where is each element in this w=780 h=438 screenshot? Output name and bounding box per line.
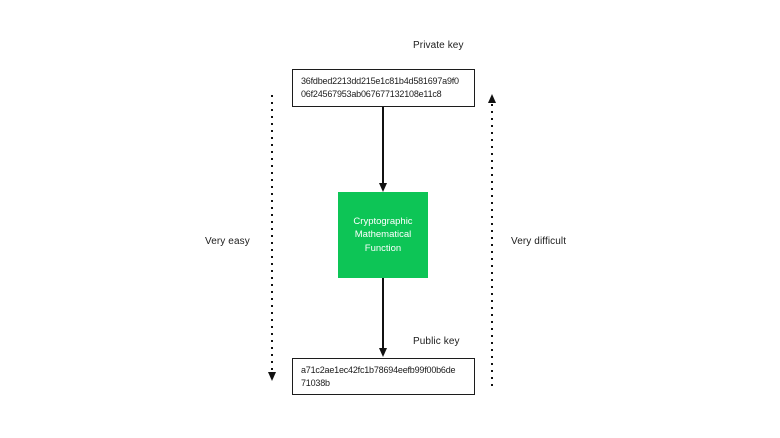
private-key-value-line1: 36fdbed2213dd215e1c81b4d581697a9f0 [301,76,459,86]
function-box-label: Cryptographic Mathematical Function [353,216,413,254]
public-key-box: a71c2ae1ec42fc1b78694eefb99f00b6de 71038… [292,358,475,395]
arrow-private-to-function-line [382,107,384,183]
difficult-direction-dotted-line [491,104,493,388]
arrow-function-to-public-head-icon [379,348,387,357]
very-difficult-label: Very difficult [511,236,567,247]
private-key-label: Private key [413,40,464,51]
arrow-function-to-public-line [382,278,384,348]
difficult-direction-arrowhead-icon [488,94,496,103]
public-key-value-line1: a71c2ae1ec42fc1b78694eefb99f00b6de [301,365,456,375]
arrow-private-to-function-head-icon [379,183,387,192]
private-key-box: 36fdbed2213dd215e1c81b4d581697a9f0 06f24… [292,69,475,107]
easy-direction-arrowhead-icon [268,372,276,381]
private-key-value-line2: 06f24567953ab067677132108e11c8 [301,89,442,99]
public-key-label: Public key [413,336,460,347]
function-box: Cryptographic Mathematical Function [338,192,428,278]
public-key-value-line2: 71038b [301,378,330,388]
easy-direction-dotted-line [271,95,273,372]
very-easy-label: Very easy [205,236,250,247]
